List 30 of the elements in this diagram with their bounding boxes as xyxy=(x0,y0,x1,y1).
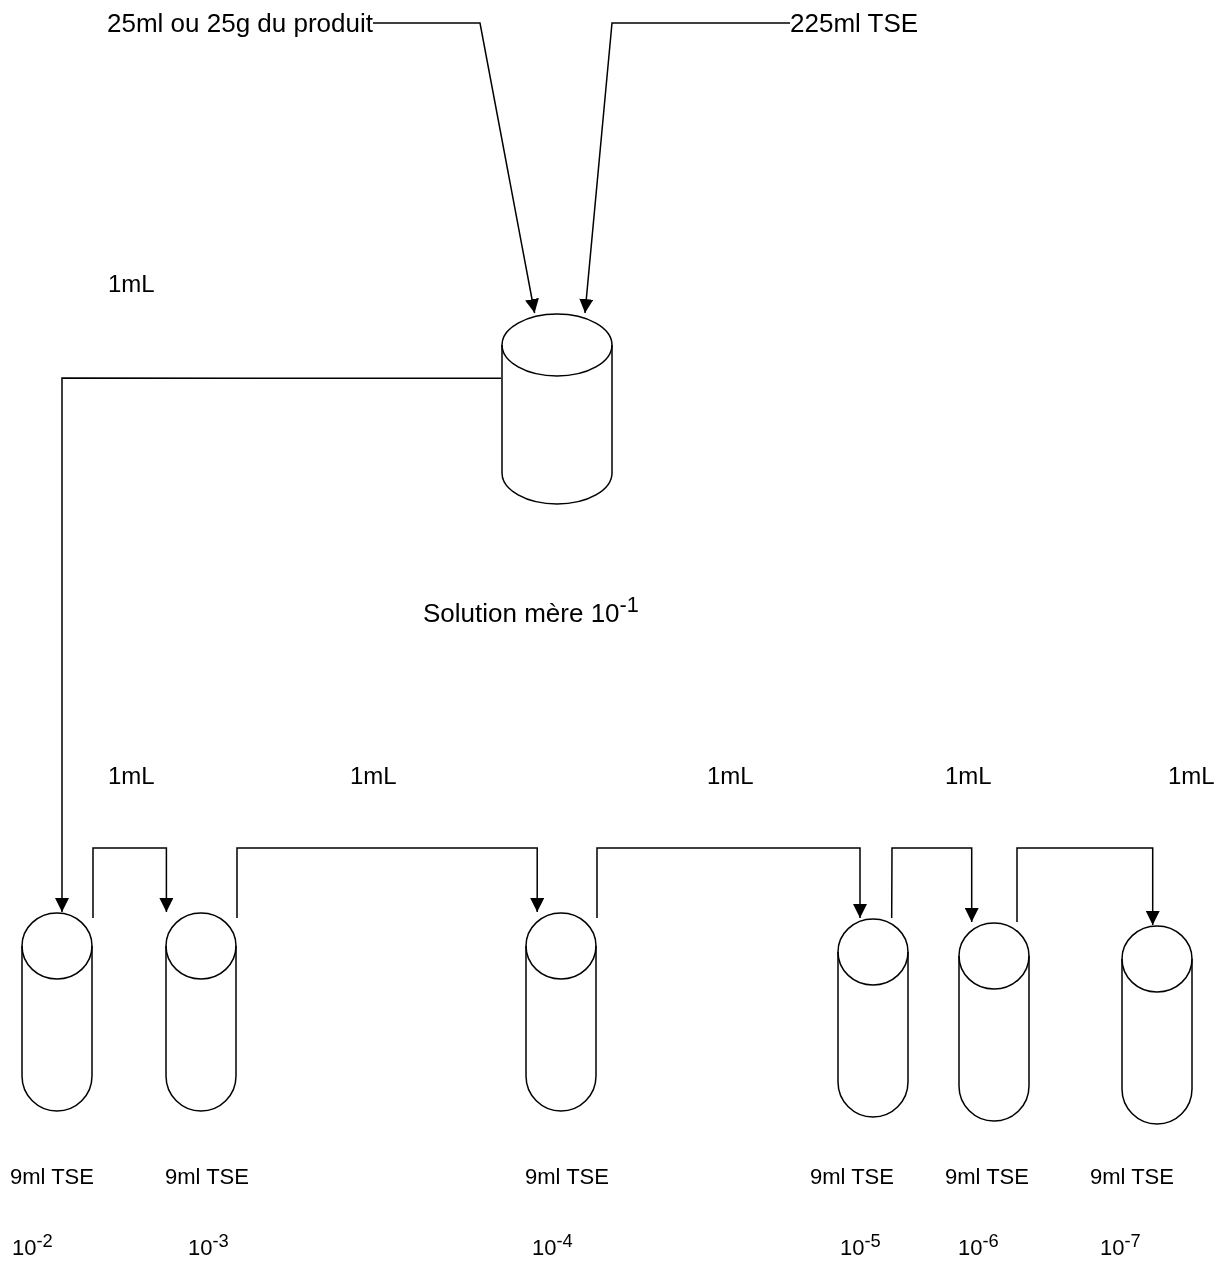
test-tube-drawing xyxy=(165,912,237,1112)
tube-caption: Solution mère 10$^{-1}$ xyxy=(423,592,639,626)
tube-caption: 9ml TSE xyxy=(525,1164,609,1190)
arrow xyxy=(579,22,791,314)
tube-caption: 9ml TSE xyxy=(1090,1164,1174,1190)
arrow xyxy=(596,847,867,919)
dilution-label: 10$^{-7}$ xyxy=(1100,1229,1141,1262)
tube-caption: 9ml TSE xyxy=(945,1164,1029,1190)
dilution-label: 10$^{-6}$ xyxy=(958,1229,999,1262)
arrow xyxy=(890,847,979,923)
ingredient-label: 225ml TSE xyxy=(790,8,919,38)
dilution-label: 10$^{-2}$ xyxy=(12,1229,53,1262)
ingredient-label: 25ml ou 25g du produit xyxy=(107,8,373,38)
arrow xyxy=(236,847,545,919)
beaker-drawing xyxy=(501,313,613,505)
dilution-label: 10$^{-5}$ xyxy=(840,1229,881,1262)
arrow xyxy=(92,847,174,919)
test-tube-drawing xyxy=(1121,925,1193,1125)
tube-caption: 9ml TSE xyxy=(165,1164,249,1190)
dilution-label: 10$^{-4}$ xyxy=(532,1229,573,1262)
test-tube-drawing xyxy=(837,918,909,1118)
tube-caption: 9ml TSE xyxy=(810,1164,894,1190)
arrow xyxy=(55,377,502,913)
dilution-label: 10$^{-3}$ xyxy=(188,1229,229,1262)
test-tube-drawing xyxy=(21,912,93,1112)
arrow xyxy=(372,22,539,314)
tube-caption: 9ml TSE xyxy=(10,1164,94,1190)
test-tube-drawing xyxy=(958,922,1030,1122)
test-tube-drawing xyxy=(525,912,597,1112)
arrow xyxy=(1016,847,1160,926)
